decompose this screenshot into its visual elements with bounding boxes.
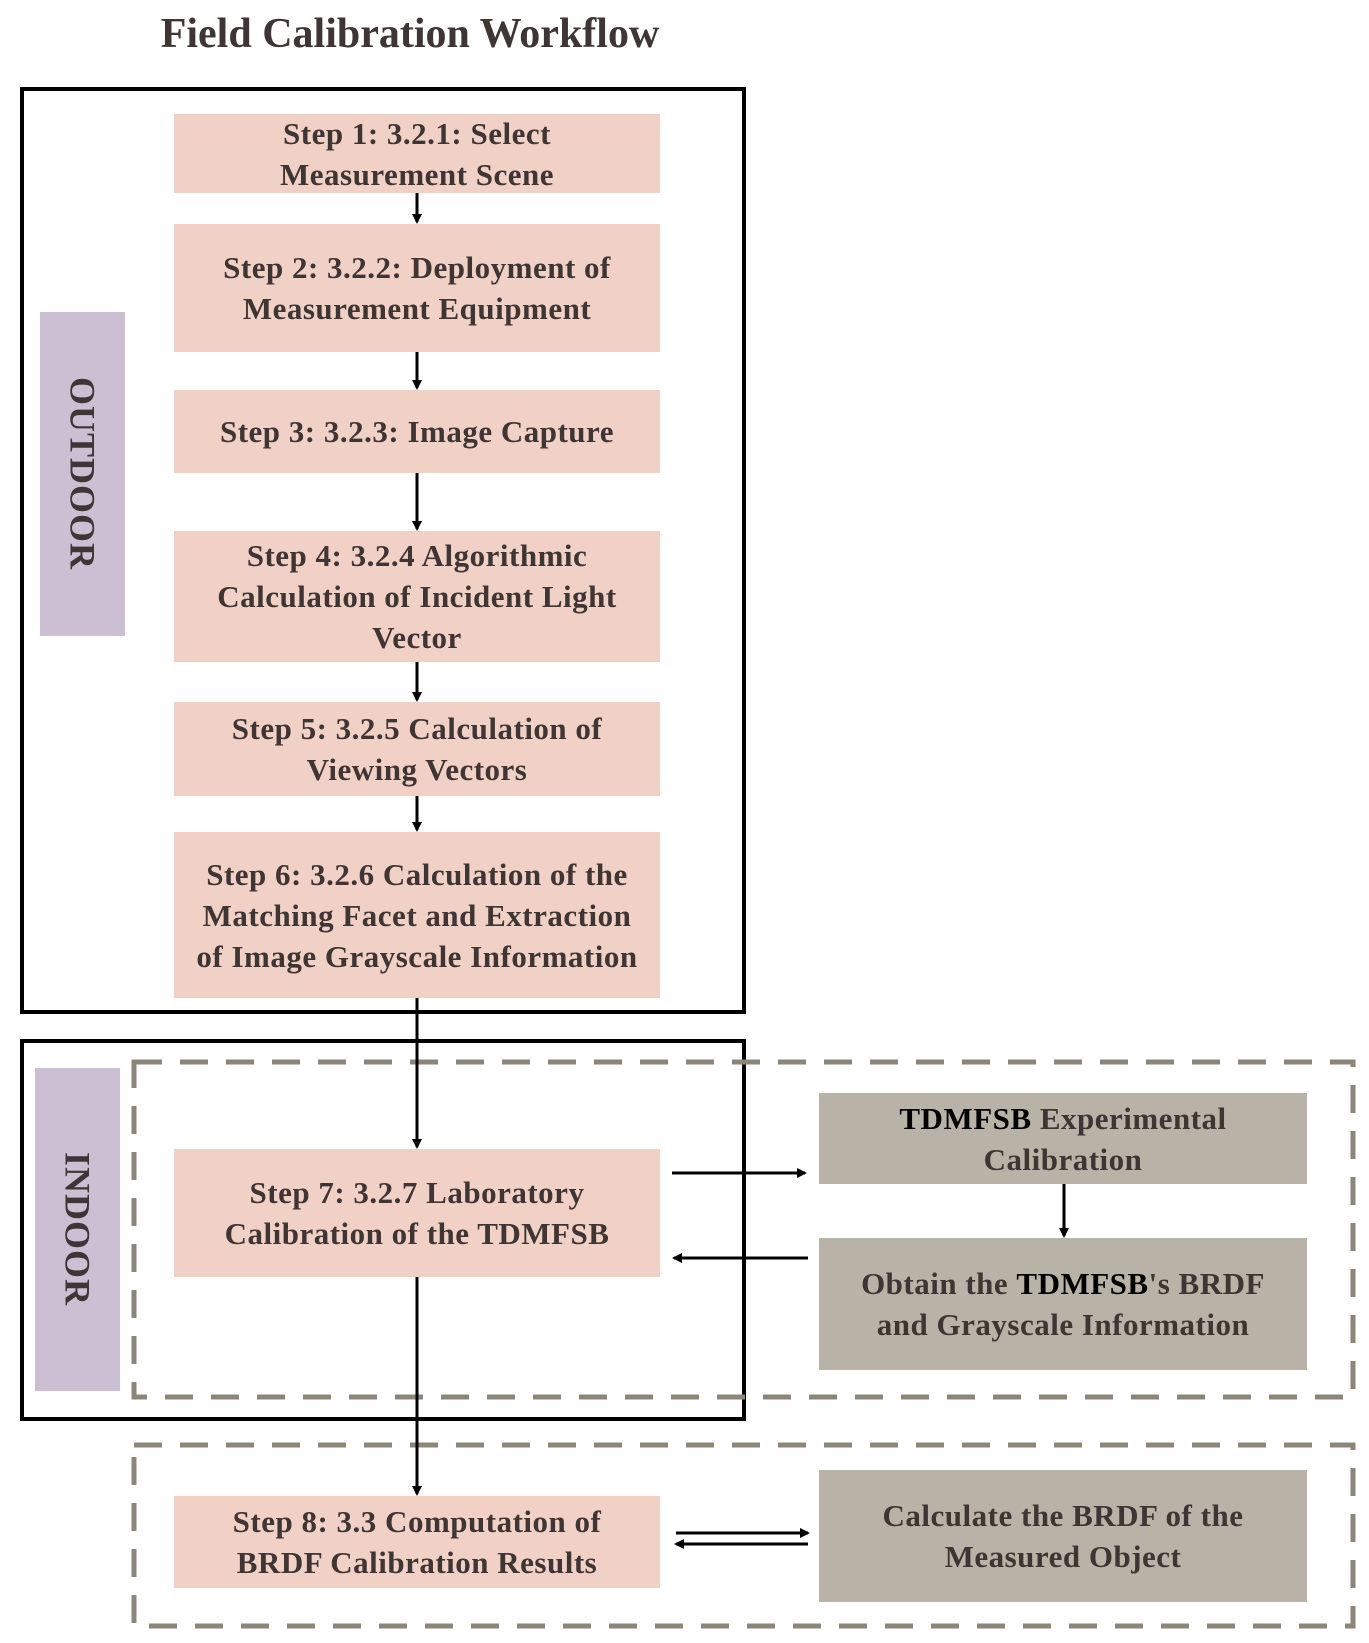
tdmfsb-cal-rest: Experimental Calibration [983, 1100, 1227, 1177]
step-5-box: Step 5: 3.2.5 Calculation of Viewing Vec… [174, 702, 660, 796]
step-1-box: Step 1: 3.2.1: Select Measurement Scene [174, 114, 660, 193]
obtain-brdf-text: Obtain the TDMFSB's BRDF and Grayscale I… [835, 1263, 1291, 1345]
step-6-box: Step 6: 3.2.6 Calculation of the Matchin… [174, 832, 660, 998]
dashed-region-indoor [131, 1059, 1356, 1400]
indoor-frame [20, 1039, 746, 1421]
step-7-box: Step 7: 3.2.7 Laboratory Calibration of … [174, 1149, 660, 1277]
step-4-box: Step 4: 3.2.4 Algorithmic Calculation of… [174, 531, 660, 662]
step-8-box: Step 8: 3.3 Computation of BRDF Calibrat… [174, 1496, 660, 1588]
indoor-label-text: INDOOR [57, 1152, 98, 1307]
tdmfsb-bold: TDMFSB [899, 1100, 1032, 1136]
obtain-pre: Obtain the [861, 1266, 1017, 1301]
obtain-post: 's BRDF and Grayscale Information [876, 1266, 1265, 1342]
outdoor-label-text: OUTDOOR [62, 377, 103, 571]
dashed-region-results [131, 1442, 1356, 1629]
obtain-brdf-box: Obtain the TDMFSB's BRDF and Grayscale I… [819, 1238, 1307, 1370]
diagram-title: Field Calibration Workflow [160, 11, 660, 57]
tdmfsb-experimental-calibration-box: TDMFSB Experimental Calibration [819, 1093, 1307, 1184]
obtain-tdmfsb-bold: TDMFSB [1016, 1266, 1149, 1301]
step-3-box: Step 3: 3.2.3: Image Capture [174, 390, 660, 473]
outdoor-label: OUTDOOR [40, 312, 125, 636]
step-2-box: Step 2: 3.2.2: Deployment of Measurement… [174, 224, 660, 352]
outdoor-frame [20, 87, 746, 1014]
indoor-label: INDOOR [35, 1068, 120, 1391]
calculate-brdf-box: Calculate the BRDF of the Measured Objec… [819, 1470, 1307, 1602]
tdmfsb-experimental-calibration-text: TDMFSB Experimental Calibration [835, 1098, 1291, 1180]
